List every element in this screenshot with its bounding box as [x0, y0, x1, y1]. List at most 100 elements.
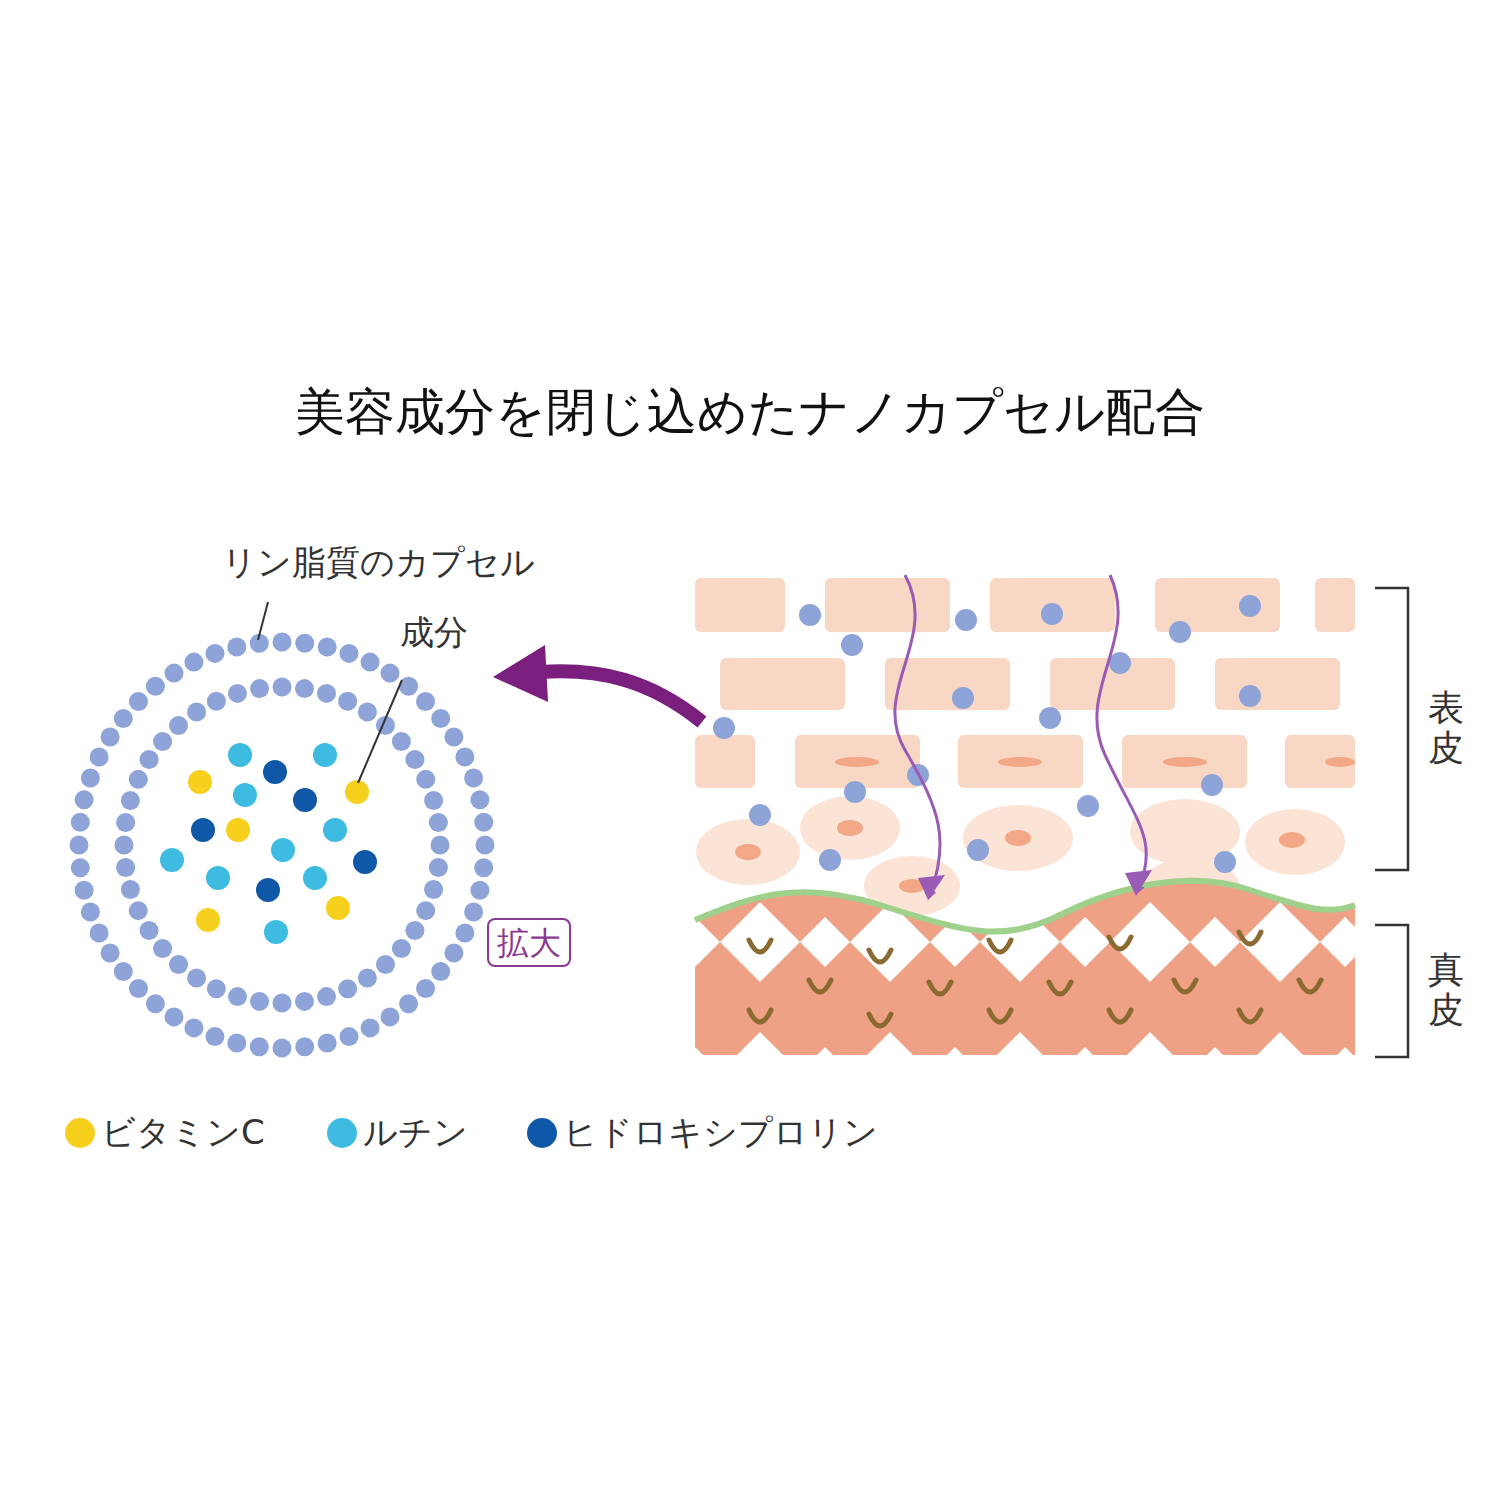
dot	[416, 979, 435, 998]
dot	[338, 979, 357, 998]
legend-text: ビタミンC	[101, 1112, 265, 1152]
fiber-mark	[1049, 982, 1071, 994]
dot	[273, 1039, 292, 1058]
magnify-arrow	[493, 645, 702, 722]
dot	[90, 924, 109, 943]
dot	[392, 732, 411, 751]
dot	[153, 732, 172, 751]
dot	[71, 858, 90, 877]
fiber-mark	[749, 940, 771, 952]
dot	[952, 687, 974, 709]
dot	[129, 770, 148, 789]
dot	[361, 1018, 380, 1037]
dot	[250, 992, 269, 1011]
dot	[464, 903, 483, 922]
dot	[153, 939, 172, 958]
brackets	[1375, 588, 1408, 1057]
dot	[749, 804, 771, 826]
dot	[227, 638, 246, 657]
dot	[164, 664, 183, 683]
dot	[273, 994, 292, 1013]
dot	[326, 896, 350, 920]
dot	[140, 750, 159, 769]
dot	[169, 955, 188, 974]
dot	[228, 684, 247, 703]
dot	[361, 653, 380, 672]
dot	[416, 692, 435, 711]
dot	[429, 813, 448, 832]
leader-lines	[258, 602, 402, 783]
legend-item: ルチン	[327, 1110, 468, 1153]
fiber-mark	[1109, 937, 1131, 949]
dot	[90, 747, 109, 766]
fiber-mark	[869, 950, 891, 962]
dot	[1041, 603, 1063, 625]
dot	[345, 780, 369, 804]
dot	[169, 716, 188, 735]
dot	[431, 962, 450, 981]
capsule	[70, 633, 495, 1058]
title: 美容成分を閉じ込めたナノカプセル配合	[0, 382, 1500, 442]
dot	[191, 818, 215, 842]
dot	[476, 836, 495, 855]
dot	[431, 836, 450, 855]
dot	[313, 743, 337, 767]
dot	[228, 743, 252, 767]
legend-item: ヒドロキシプロリン	[527, 1110, 878, 1153]
dot	[250, 679, 269, 698]
dermis-label: 真皮	[1428, 950, 1464, 1029]
dot	[129, 901, 148, 920]
dot	[81, 768, 100, 787]
dot	[318, 1033, 337, 1052]
fiber-mark	[1239, 932, 1261, 944]
dot	[474, 813, 493, 832]
dot	[317, 684, 336, 703]
dot	[405, 921, 424, 940]
dot	[227, 1033, 246, 1052]
dot	[295, 992, 314, 1011]
dot	[376, 955, 395, 974]
dot	[318, 638, 337, 657]
dot	[416, 901, 435, 920]
dot	[71, 813, 90, 832]
dot	[340, 1027, 359, 1046]
capsule-label: リン脂質のカプセル	[222, 542, 535, 583]
dot	[844, 781, 866, 803]
dot	[81, 903, 100, 922]
dot	[431, 709, 450, 728]
dot	[323, 818, 347, 842]
dot	[140, 921, 159, 940]
dot	[399, 994, 418, 1013]
dot	[464, 768, 483, 787]
dot	[205, 1027, 224, 1046]
dot	[121, 880, 140, 899]
dot	[444, 727, 463, 746]
legend-text: ルチン	[363, 1112, 468, 1152]
fiber-mark	[989, 1010, 1011, 1022]
dot	[392, 939, 411, 958]
legend-swatch	[327, 1118, 357, 1148]
dot	[228, 987, 247, 1006]
dot	[424, 880, 443, 899]
fiber-mark	[989, 940, 1011, 952]
dot	[164, 1007, 183, 1026]
dot	[358, 703, 377, 722]
dot	[75, 790, 94, 809]
dot	[405, 750, 424, 769]
dot	[955, 609, 977, 631]
epidermis-label: 表皮	[1428, 688, 1464, 767]
dot	[187, 703, 206, 722]
dot	[1239, 685, 1261, 707]
dot	[381, 1007, 400, 1026]
fiber-mark	[1174, 980, 1196, 992]
dot	[196, 908, 220, 932]
dot	[70, 836, 89, 855]
fiber-mark	[1299, 980, 1321, 992]
dot	[470, 881, 489, 900]
dot	[129, 692, 148, 711]
dot	[713, 717, 735, 739]
fiber-mark	[929, 982, 951, 994]
dot	[101, 944, 120, 963]
dot	[115, 836, 134, 855]
dot	[381, 664, 400, 683]
